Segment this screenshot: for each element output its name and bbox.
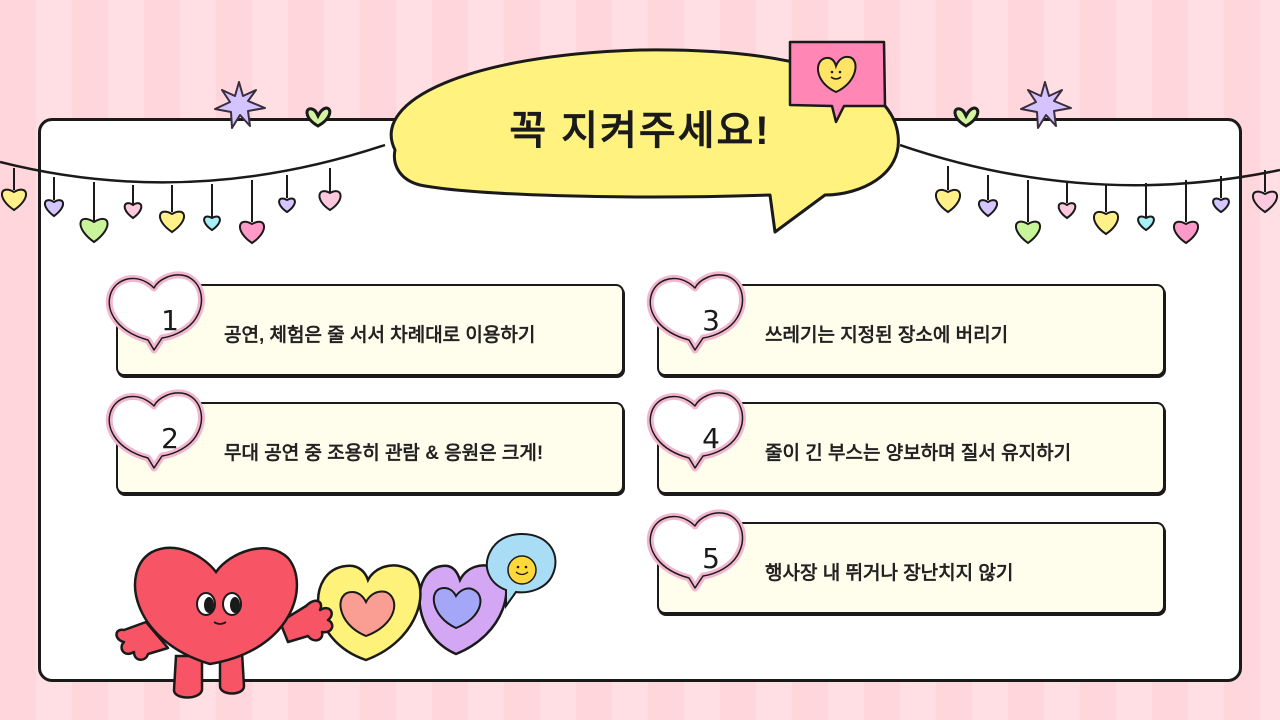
heart-mascot-icon	[115, 532, 557, 699]
rule-card-4: 4 줄이 긴 부스는 양보하며 질서 유지하기	[646, 389, 1165, 494]
heart-number-bubble-icon	[646, 271, 746, 354]
rule-card-3: 3 쓰레기는 지정된 장소에 버리기	[646, 271, 1165, 376]
rule-text: 공연, 체험은 줄 서서 차례대로 이용하기	[224, 325, 536, 346]
left-heart-garland	[0, 143, 386, 245]
rule-number: 3	[702, 304, 720, 337]
heart-number-bubble-icon	[646, 509, 746, 592]
rule-text: 무대 공연 중 조용히 관람 & 응원은 크게!	[224, 443, 544, 464]
heart-number-bubble-icon	[105, 389, 205, 472]
rule-text: 행사장 내 뛰거나 장난치지 않기	[765, 563, 1014, 584]
title-speech-bubble	[389, 48, 900, 234]
star-icon	[214, 81, 266, 129]
rule-number: 4	[702, 422, 720, 455]
heart-number-bubble-icon	[646, 389, 746, 472]
rule-card-2: 2 무대 공연 중 조용히 관람 & 응원은 크게!	[105, 389, 624, 494]
heart-icon	[305, 106, 332, 128]
page-title: 꼭 지켜주세요!	[509, 109, 771, 153]
rule-card-1: 1 공연, 체험은 줄 서서 차례대로 이용하기	[105, 271, 624, 376]
rule-number: 2	[161, 422, 179, 455]
star-icon	[1020, 81, 1072, 129]
heart-icon	[953, 106, 980, 128]
rule-number: 5	[702, 542, 720, 575]
heart-number-bubble-icon	[105, 271, 205, 354]
rule-text: 쓰레기는 지정된 장소에 버리기	[765, 325, 1009, 346]
rule-number: 1	[161, 304, 179, 337]
rule-card-5: 5 행사장 내 뛰거나 장난치지 않기	[646, 509, 1165, 614]
right-heart-garland	[900, 143, 1280, 245]
rule-text: 줄이 긴 부스는 양보하며 질서 유지하기	[765, 443, 1072, 464]
heart-sticker-icon	[788, 40, 887, 124]
